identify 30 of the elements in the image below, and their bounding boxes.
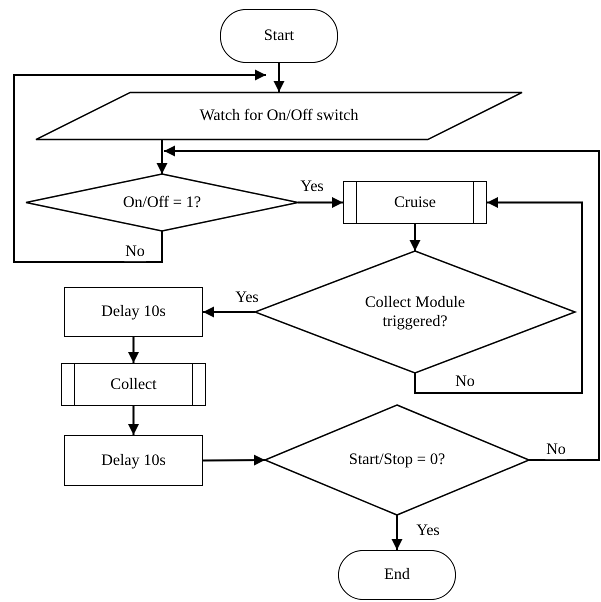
step-label: Delay 10s: [101, 302, 166, 322]
terminal-box: [220, 9, 338, 63]
arrow: [13, 70, 266, 263]
step-label: Watch for On/Off switch: [200, 106, 358, 126]
step-label: Start/Stop = 0?: [348, 450, 446, 470]
arrow: [128, 337, 139, 363]
process-box: [64, 435, 203, 486]
step-label: Delay 10s: [101, 450, 166, 470]
arrow: [156, 140, 168, 174]
arrow: [203, 306, 255, 318]
step-label: Collect: [110, 374, 157, 394]
decision-diamond: [265, 405, 529, 515]
subprocess-box: [61, 363, 206, 406]
arrow: [392, 515, 402, 550]
arrow: [298, 197, 343, 208]
arrow: [164, 146, 600, 461]
arrow: [414, 197, 583, 394]
terminal-box: [338, 550, 456, 600]
decision-diamond: [26, 174, 298, 231]
process-box: [64, 287, 203, 337]
subprocess-box: [343, 181, 487, 224]
step-label: On/Off = 1?: [122, 192, 202, 212]
step-label: Collect Module triggered?: [364, 292, 466, 332]
arrow: [128, 406, 139, 435]
step-label: End: [384, 565, 410, 585]
arrow: [274, 63, 284, 92]
step-label: Start: [264, 26, 294, 46]
arrow: [410, 224, 420, 251]
step-label: Cruise: [394, 192, 436, 212]
arrow: [203, 454, 265, 466]
